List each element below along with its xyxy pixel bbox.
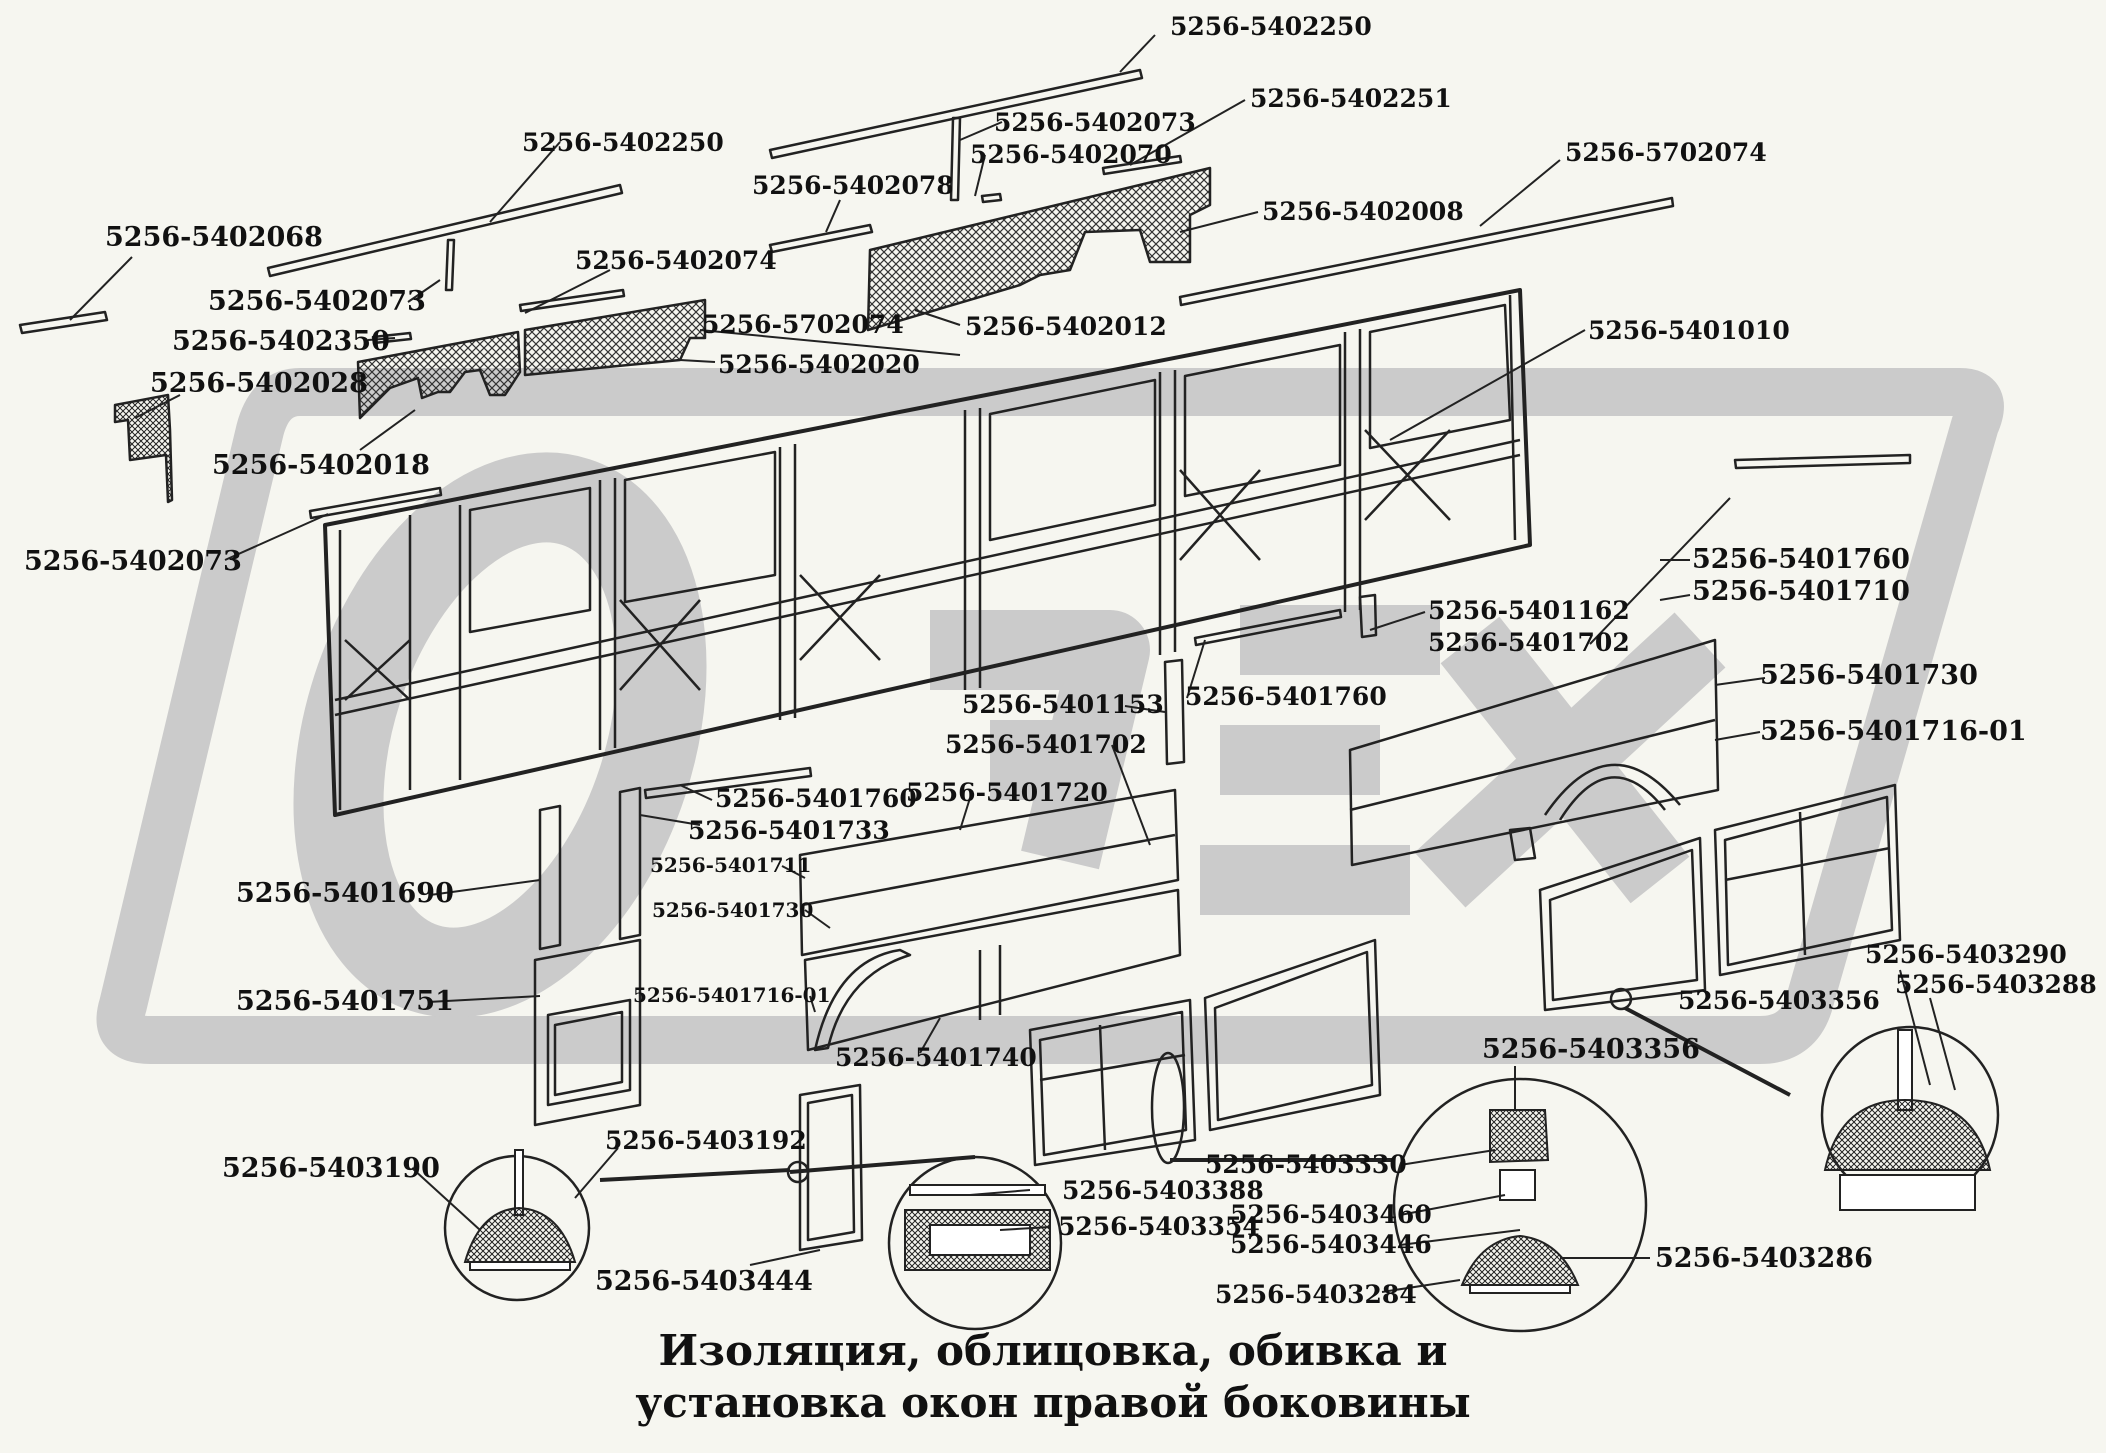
part-label: 5256-5402250: [522, 128, 724, 157]
part-label: 5256-5402028: [150, 368, 368, 399]
part-label: 5256-5402068: [105, 222, 323, 253]
part-label: 5256-5402070: [970, 140, 1172, 169]
part-label: 5256-5402078: [752, 171, 954, 200]
part-label: 5256-5401702: [1428, 628, 1630, 657]
part-label: 5256-5402018: [212, 450, 430, 481]
title-line-2: установка окон правой боковины: [635, 1378, 1471, 1427]
part-label: 5256-5401730: [1760, 660, 1978, 691]
part-label: 5256-5402350: [172, 326, 390, 357]
part-label: 5256-5403444: [595, 1266, 813, 1297]
part-label: 5256-5403284: [1215, 1280, 1417, 1309]
part-label: 5256-5402073: [994, 108, 1196, 137]
part-label: 5256-5402250: [1170, 12, 1372, 41]
part-label: 5256-5401733: [688, 816, 890, 845]
part-label: 5256-5403330: [1205, 1150, 1407, 1179]
part-label: 5256-5702074: [1565, 138, 1767, 167]
part-label: 5256-5403460: [1230, 1200, 1432, 1229]
part-label: 5256-5403356: [1678, 986, 1880, 1015]
part-label: 5256-5401690: [236, 878, 454, 909]
part-label: 5256-5403446: [1230, 1230, 1432, 1259]
part-label: 5256-5401760: [1692, 544, 1910, 575]
part-label: 5256-5403290: [1865, 940, 2067, 969]
part-label: 5256-5402073: [208, 286, 426, 317]
part-label: 5256-5403192: [605, 1126, 807, 1155]
part-label: 5256-5402012: [965, 312, 1167, 341]
parts-linework: [18, 68, 2000, 1333]
part-label: 5256-5402073: [24, 546, 242, 577]
part-label: 5256-5401760: [715, 784, 917, 813]
part-label: 5256-5403288: [1895, 970, 2097, 999]
part-label: 5256-5702074: [702, 310, 904, 339]
part-label: 5256-5403356: [1482, 1034, 1700, 1065]
part-label: 5256-5401730: [652, 898, 814, 922]
part-label: 5256-5401716-01: [1760, 716, 2027, 747]
diagram-title: Изоляция, облицовка, обивка и установка …: [0, 1325, 2106, 1429]
part-label: 5256-5401760: [1185, 682, 1387, 711]
title-line-1: Изоляция, облицовка, обивка и: [658, 1326, 1448, 1375]
part-label: 5256-5402074: [575, 246, 777, 275]
part-label: 5256-5401711: [650, 853, 812, 877]
part-label: 5256-5401716-01: [633, 983, 831, 1007]
part-label: 5256-5401751: [236, 986, 454, 1017]
seal-details: [463, 1029, 1992, 1294]
part-label: 5256-5401162: [1428, 596, 1630, 625]
part-label: 5256-5403388: [1062, 1176, 1264, 1205]
leader-lines: [69, 34, 1956, 1293]
part-label: 5256-5401153: [962, 690, 1164, 719]
part-label: 5256-5403354: [1058, 1212, 1260, 1241]
part-label: 5256-5402008: [1262, 197, 1464, 226]
part-label: 5256-5402020: [718, 350, 920, 379]
part-label: 5256-5401710: [1692, 576, 1910, 607]
part-label: 5256-5403286: [1655, 1243, 1873, 1274]
part-label: 5256-5401702: [945, 730, 1147, 759]
part-label: 5256-5401720: [906, 778, 1108, 807]
part-label: 5256-5401740: [835, 1043, 1037, 1072]
part-label: 5256-5402251: [1250, 84, 1452, 113]
part-label: 5256-5401010: [1588, 316, 1790, 345]
part-label: 5256-5403190: [222, 1153, 440, 1184]
